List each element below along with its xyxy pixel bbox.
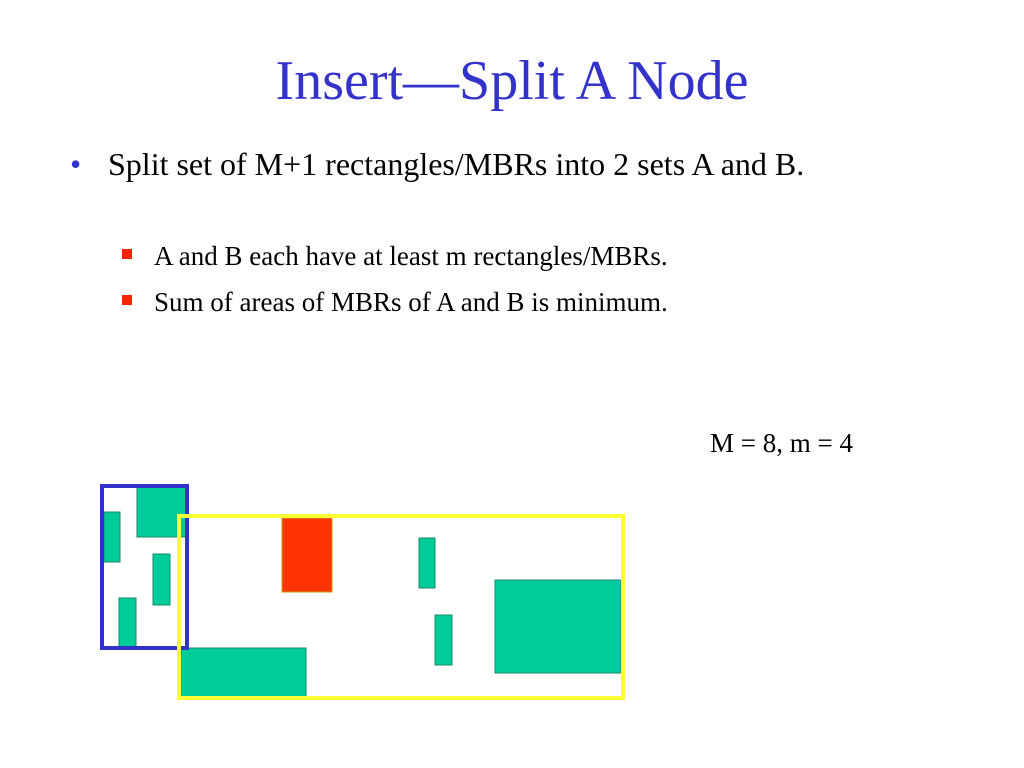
main-bullet: • Split set of M+1 rectangles/MBRs into … xyxy=(70,143,890,185)
sub-bullet-marker xyxy=(122,249,132,259)
set-b-mbr xyxy=(177,514,625,700)
slide-title: Insert—Split A Node xyxy=(275,50,749,112)
rectangle-a4 xyxy=(118,597,137,649)
rectangle-b3 xyxy=(434,614,453,666)
rectangle-b1 xyxy=(180,647,307,699)
rectangle-b2 xyxy=(418,537,436,589)
new-rectangle xyxy=(281,517,333,593)
bullet-marker: • xyxy=(70,146,82,182)
rectangle-a1 xyxy=(103,511,121,563)
sub-bullet-1: A and B each have at least m rectangles/… xyxy=(122,238,668,274)
rectangle-a3 xyxy=(152,553,171,606)
rectangle-b4 xyxy=(494,579,622,674)
set-a-mbr xyxy=(100,484,189,650)
sub-bullet-marker xyxy=(122,295,132,305)
sub-bullet-2: Sum of areas of MBRs of A and B is minim… xyxy=(122,284,668,320)
sub-bullet-text: A and B each have at least m rectangles/… xyxy=(154,241,668,271)
parameters-label: M = 8, m = 4 xyxy=(710,428,853,458)
sub-bullet-text: Sum of areas of MBRs of A and B is minim… xyxy=(154,287,668,317)
main-bullet-text: Split set of M+1 rectangles/MBRs into 2 … xyxy=(108,146,805,182)
